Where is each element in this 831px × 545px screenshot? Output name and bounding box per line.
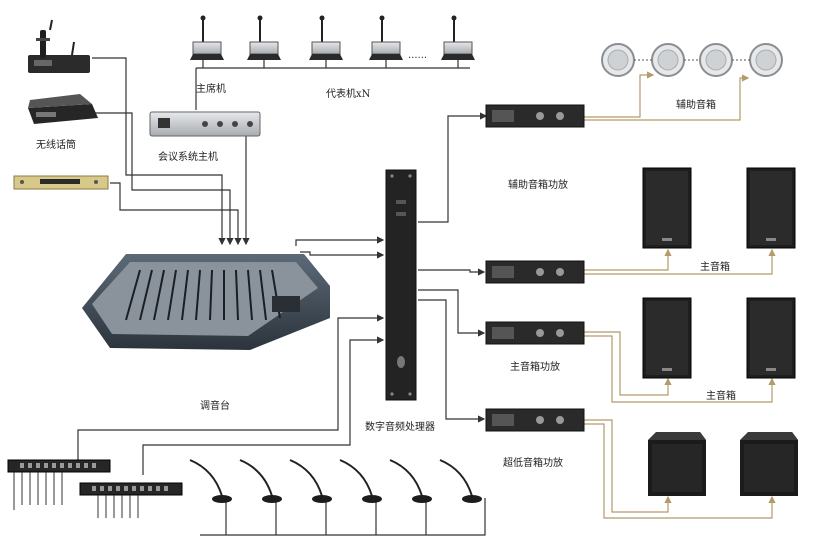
delegate-unit-label: 代表机xN bbox=[326, 87, 371, 100]
main-speaker bbox=[642, 297, 692, 379]
chairman-unit bbox=[190, 15, 224, 60]
wireless-receiver-2 bbox=[28, 94, 98, 124]
speaker-wires bbox=[584, 71, 776, 519]
main-speaker bbox=[642, 167, 692, 249]
ceiling-speakers bbox=[601, 43, 783, 77]
wireless-receiver-1 bbox=[28, 19, 90, 73]
chairman-unit-label: 主席机 bbox=[196, 82, 226, 95]
delegate-unit bbox=[247, 15, 281, 60]
main-speaker bbox=[746, 167, 796, 249]
ceiling-speaker bbox=[601, 43, 635, 77]
main-speaker-label-2: 主音箱 bbox=[706, 389, 736, 402]
main-amplifier-1 bbox=[485, 260, 585, 284]
conference-host-label: 会议系统主机 bbox=[158, 150, 218, 163]
conference-host bbox=[149, 111, 261, 137]
main-amplifier-2 bbox=[485, 321, 585, 345]
gooseneck-microphones bbox=[189, 459, 482, 503]
gooseneck-mic bbox=[239, 459, 282, 503]
main-speaker-label-1: 主音箱 bbox=[700, 260, 730, 273]
subwoofer bbox=[740, 432, 798, 496]
delegate-unit bbox=[309, 15, 343, 60]
subwoofer bbox=[648, 432, 706, 496]
aux-amp-label: 辅助音箱功放 bbox=[508, 178, 568, 191]
sub-amp-label: 超低音箱功放 bbox=[503, 456, 563, 469]
delegate-unit bbox=[369, 15, 403, 60]
delegate-ellipsis: ...... bbox=[408, 50, 427, 61]
gooseneck-mic bbox=[189, 459, 232, 503]
ceiling-speaker bbox=[699, 43, 733, 77]
signal-wires bbox=[77, 57, 488, 536]
ceiling-speaker bbox=[749, 43, 783, 77]
gooseneck-mic bbox=[339, 459, 382, 503]
aux-amplifier bbox=[485, 104, 585, 128]
mixer bbox=[82, 254, 330, 350]
dsp-unit bbox=[385, 169, 417, 401]
sub-amplifier bbox=[485, 408, 585, 432]
conference-units bbox=[190, 15, 475, 68]
wireless-mic-label: 无线话筒 bbox=[36, 138, 76, 151]
dsp-label: 数字音频处理器 bbox=[365, 420, 435, 433]
network-switch-2 bbox=[79, 482, 183, 518]
ceiling-speaker bbox=[651, 43, 685, 77]
mixer-label: 调音台 bbox=[200, 399, 230, 412]
aux-speaker-label: 辅助音箱 bbox=[676, 98, 716, 111]
main-amp-label: 主音箱功放 bbox=[510, 360, 560, 373]
gooseneck-mic bbox=[289, 459, 332, 503]
delegate-unit bbox=[441, 15, 475, 60]
rack-device bbox=[13, 175, 109, 190]
gooseneck-mic bbox=[439, 459, 482, 503]
network-switch-1 bbox=[7, 459, 111, 510]
main-speaker bbox=[746, 297, 796, 379]
gooseneck-mic bbox=[389, 459, 432, 503]
